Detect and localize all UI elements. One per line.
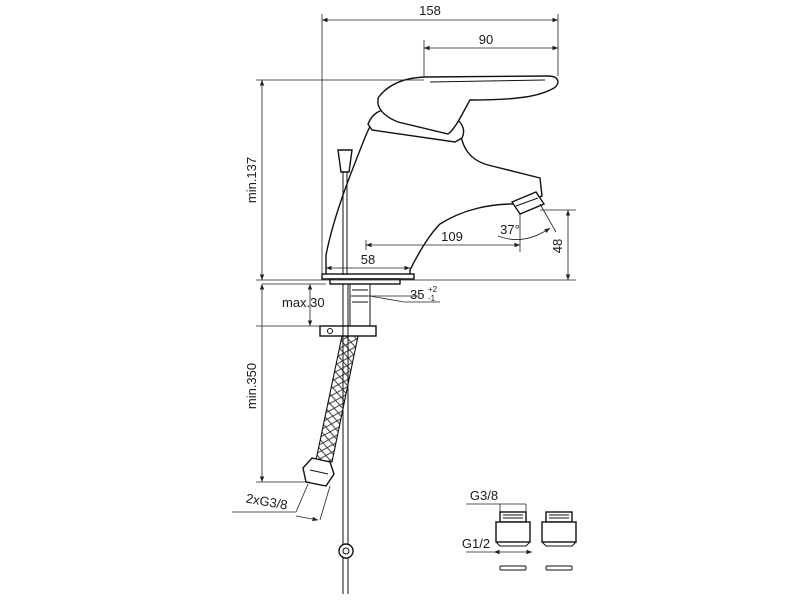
label-hose-thread: 2xG3/8 <box>245 491 289 513</box>
label-hole-diameter: 35 <box>410 287 424 302</box>
lever-handle <box>377 75 559 135</box>
under-deck-assembly <box>302 283 377 594</box>
label-adapter-bottom-thread: G1/2 <box>462 536 490 551</box>
label-overall-length: 158 <box>419 3 441 18</box>
drain-rod-clip <box>338 543 354 559</box>
dimension-lines <box>232 14 576 522</box>
faucet-main-body <box>325 121 543 276</box>
dim-angle-arc <box>497 227 551 240</box>
label-max-deck: max.30 <box>282 295 325 310</box>
adapter-left <box>495 511 531 571</box>
base-plate <box>321 273 415 280</box>
label-adapter-top-thread: G3/8 <box>470 488 498 503</box>
label-hose-length: min.350 <box>244 363 259 409</box>
label-hole-tol-plus: +2 <box>428 285 438 294</box>
label-spout-height: 48 <box>550 239 565 253</box>
label-spout-reach: 109 <box>441 229 463 244</box>
thread-adapters-detail <box>466 503 577 571</box>
dimension-labels: 158 90 min.137 109 58 37° 48 35 +2 -1 ma… <box>244 3 565 551</box>
label-spout-angle: 37° <box>500 222 520 237</box>
label-lever-length: 90 <box>479 32 493 47</box>
faucet-body <box>321 75 559 285</box>
drain-rod-knob <box>337 149 353 173</box>
spout-aerator <box>510 191 546 215</box>
adapter-right <box>541 511 577 571</box>
label-base-width: 58 <box>361 252 375 267</box>
label-hole-tol-minus: -1 <box>428 294 436 303</box>
label-min-height: min.137 <box>244 157 259 203</box>
braided-hose <box>315 335 359 463</box>
